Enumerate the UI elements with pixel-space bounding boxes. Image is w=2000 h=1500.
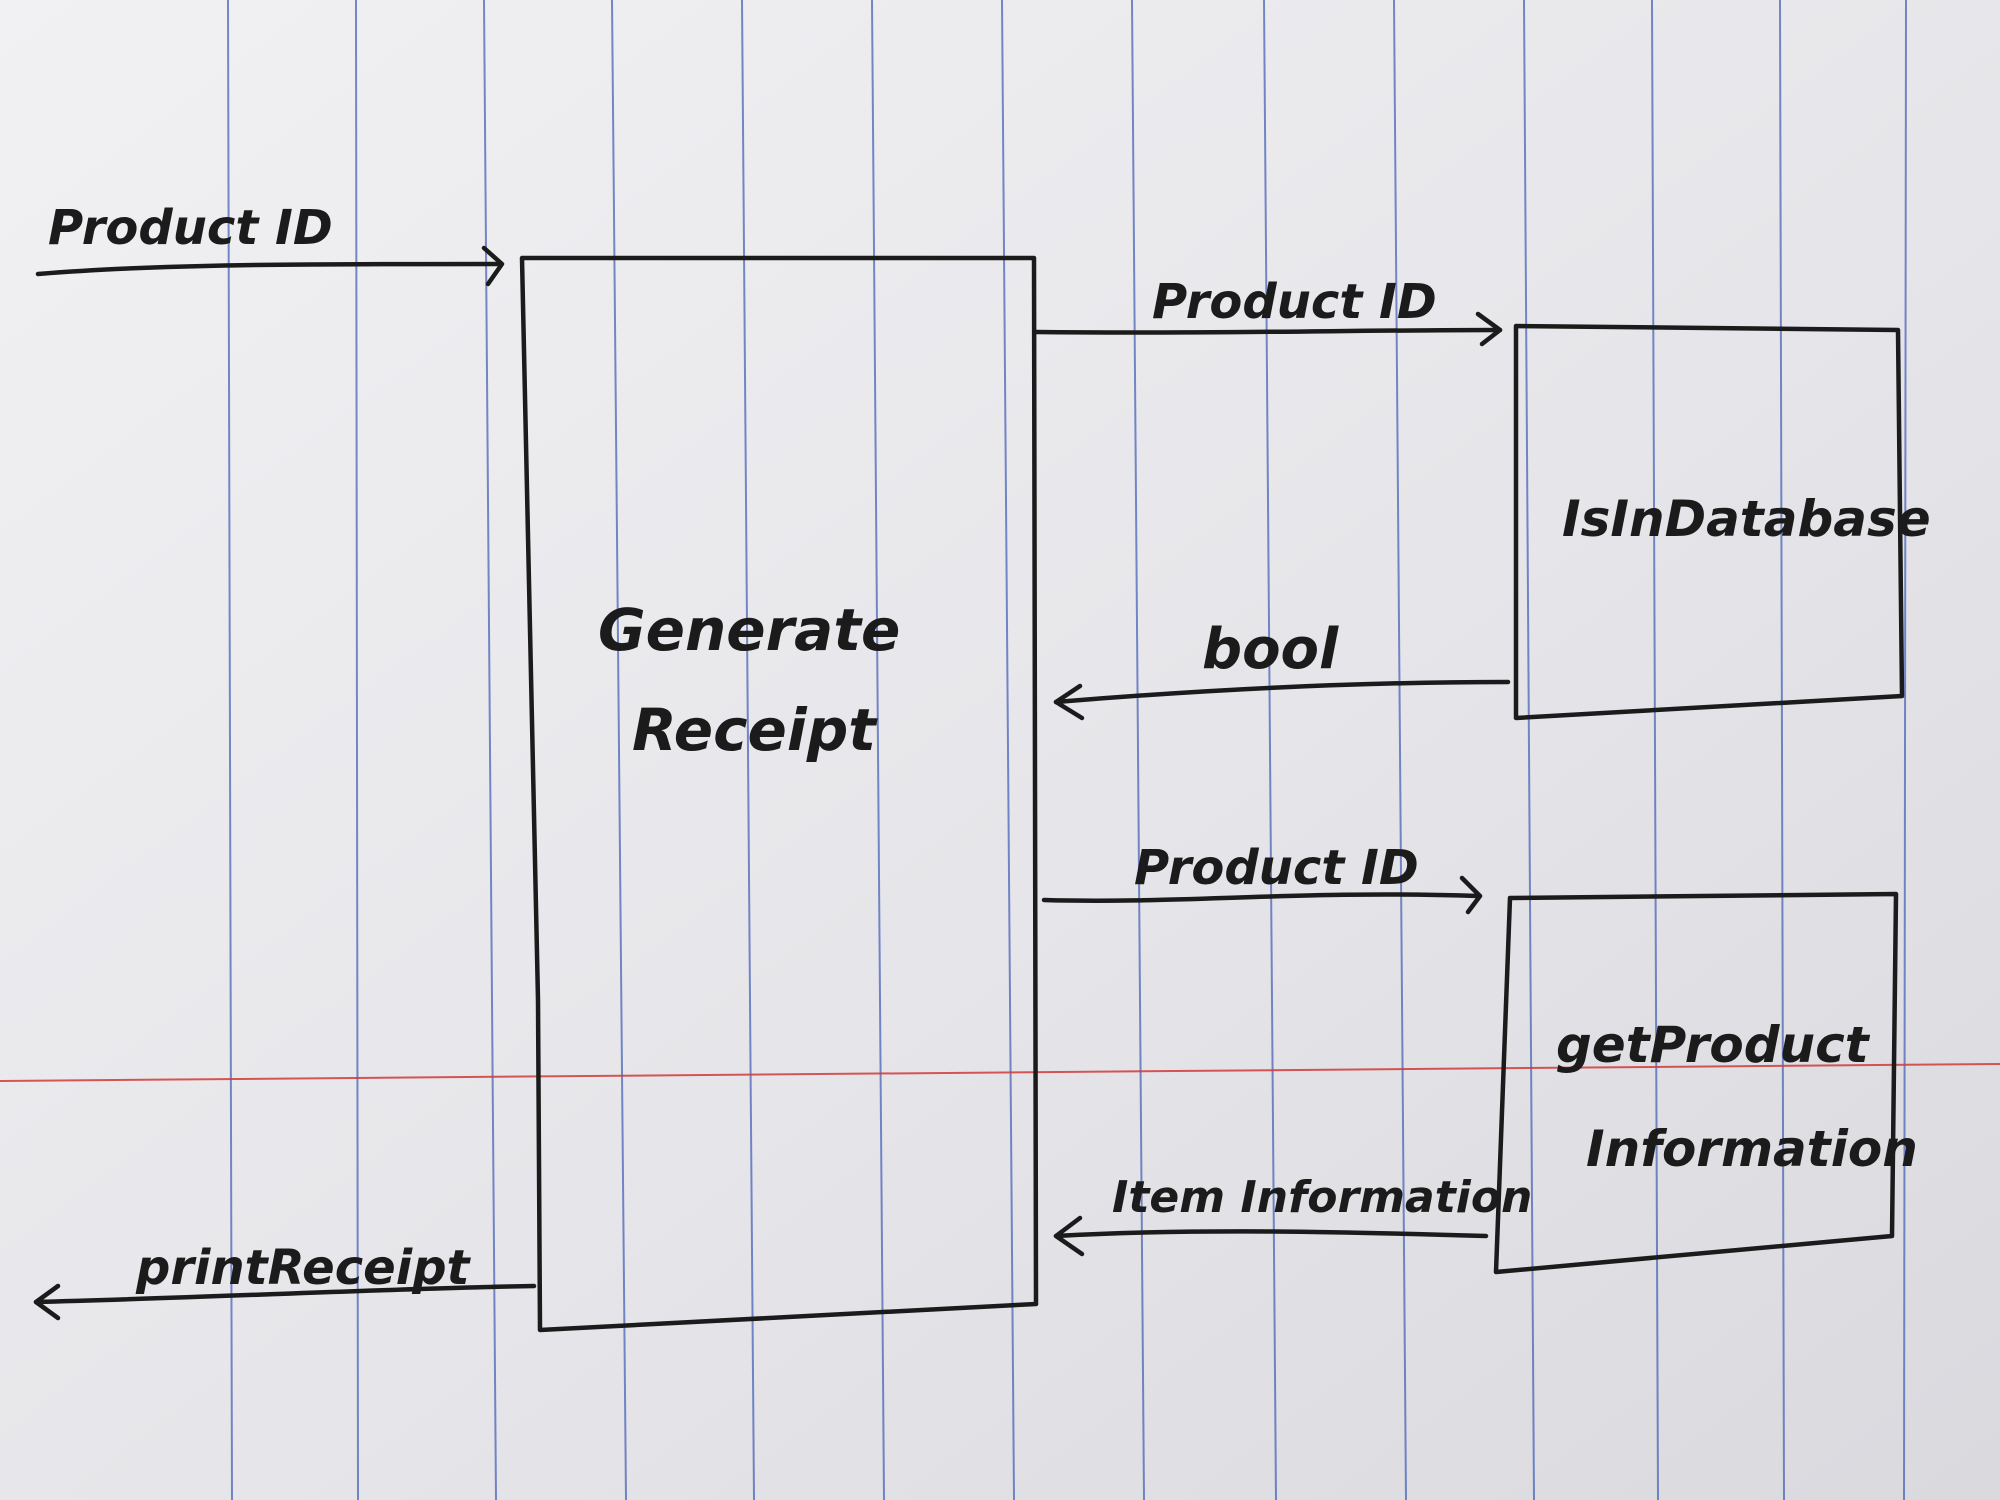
rule-line [1651, 0, 1659, 1500]
get-product-information-box [1493, 891, 1899, 1275]
is-in-database-label: IsInDatabase [1562, 490, 1931, 548]
margin-line [0, 1063, 2000, 1082]
message-label: Product ID [1152, 274, 1437, 330]
rule-line [1779, 0, 1785, 1500]
message-line [1053, 1229, 1489, 1239]
message-label: Product ID [48, 200, 333, 256]
rule-line [1263, 0, 1277, 1500]
message-info-return-item-information: Item Information [1053, 1172, 1532, 1257]
rule-line [227, 0, 233, 1500]
arrowhead-left [1053, 1215, 1085, 1257]
rule-line [1523, 0, 1535, 1500]
arrowhead-left [33, 1283, 61, 1321]
get-product-information-node: getProduct Information [1493, 891, 1918, 1275]
generate-receipt-node: Generate Receipt [519, 255, 1039, 1333]
rule-line [1903, 0, 1907, 1500]
message-line [33, 1283, 537, 1305]
message-line [1033, 327, 1503, 335]
generate-receipt-label-line2: Receipt [632, 696, 878, 764]
arrowhead-right [1475, 311, 1503, 347]
message-to-info-product-id: Product ID [1041, 840, 1483, 915]
arrowhead-left [1053, 683, 1085, 721]
is-in-database-node: IsInDatabase [1513, 323, 1931, 721]
message-to-db-product-id: Product ID [1033, 274, 1503, 347]
rule-line [741, 0, 755, 1500]
rule-line [871, 0, 885, 1500]
generate-receipt-box [519, 255, 1039, 1333]
message-label: Item Information [1112, 1172, 1532, 1223]
rule-line [1001, 0, 1015, 1500]
message-line [1041, 892, 1481, 903]
message-db-return-bool: bool [1053, 617, 1511, 721]
arrowhead-right [481, 245, 505, 287]
message-line [1053, 679, 1511, 705]
get-product-information-label-line1: getProduct [1556, 1016, 1871, 1074]
message-label: Product ID [1134, 840, 1419, 896]
get-product-information-label-line2: Information [1586, 1120, 1918, 1178]
rule-line [611, 0, 627, 1500]
rule-line [1393, 0, 1407, 1500]
arrowhead-right [1459, 875, 1483, 915]
generate-receipt-label-line1: Generate [598, 596, 900, 664]
is-in-database-box [1513, 323, 1905, 721]
rule-line [355, 0, 359, 1500]
message-input-product-id: Product ID [35, 200, 505, 287]
message-line [35, 261, 503, 277]
message-output-print-receipt: printReceipt [33, 1240, 537, 1321]
rule-line [1131, 0, 1145, 1500]
message-label: bool [1202, 617, 1339, 682]
message-label: printReceipt [135, 1240, 472, 1296]
